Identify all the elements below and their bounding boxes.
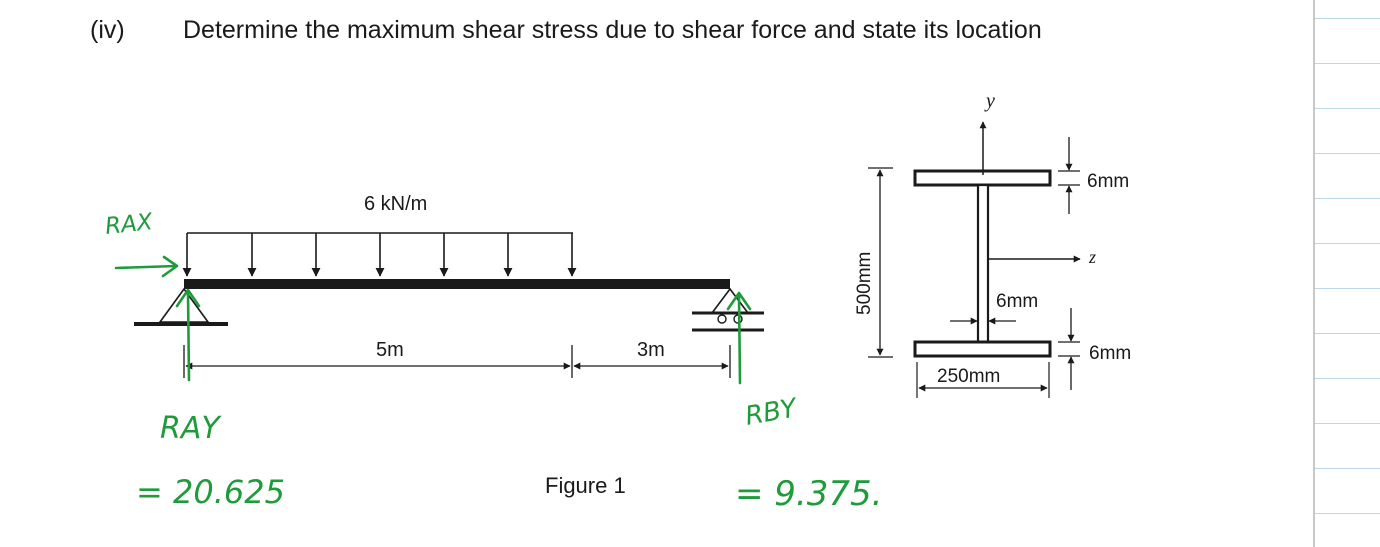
bottom-flange-label: 6mm [1089, 343, 1131, 364]
beam [184, 279, 730, 289]
rax-arrow [114, 255, 179, 278]
notebook-side-panel[interactable] [1313, 0, 1380, 547]
panel-line [1315, 378, 1380, 379]
panel-line [1315, 63, 1380, 64]
panel-line [1315, 423, 1380, 424]
panel-line [1315, 243, 1380, 244]
question-number: (iv) [90, 16, 125, 44]
rby-arrow [726, 291, 752, 385]
web-label: 6mm [996, 291, 1038, 312]
distributed-load: 6 kN/m [182, 193, 577, 277]
load-label: 6 kN/m [364, 193, 427, 215]
handwritten-annotations: RAX RAY = 20.625 RBY = 9.375. [104, 209, 883, 514]
beam-figure: 6 kN/m 5m 3m Figure 1 [134, 193, 764, 498]
y-axis-label: y [984, 90, 995, 112]
web [976, 183, 990, 344]
top-flange-label: 6mm [1087, 171, 1129, 192]
span-dimensions: 5m 3m [183, 339, 731, 378]
panel-line [1315, 333, 1380, 334]
panel-line [1315, 288, 1380, 289]
height-label: 500mm [854, 252, 875, 315]
panel-line [1315, 198, 1380, 199]
span-right-label: 3m [637, 339, 665, 361]
panel-line [1315, 468, 1380, 469]
z-axis-label: z [1088, 247, 1096, 267]
panel-line [1315, 153, 1380, 154]
ray-arrow [175, 288, 201, 382]
panel-line [1315, 108, 1380, 109]
i-section-figure: y z 500mm 6mm 6mm 6mm 250mm [854, 90, 1131, 398]
panel-line [1315, 18, 1380, 19]
pin-support-a [134, 287, 228, 326]
handwritten-ray: RAY [160, 411, 222, 446]
handwritten-rby-value: = 9.375. [735, 474, 882, 514]
handwritten-rby: RBY [743, 393, 801, 432]
bottom-flange [913, 340, 1052, 358]
handwritten-rax: RAX [104, 209, 155, 240]
handwritten-ray-value: = 20.625 [136, 473, 285, 511]
width-label: 250mm [937, 366, 1000, 387]
span-left-label: 5m [376, 339, 404, 361]
figure-caption: Figure 1 [545, 473, 626, 498]
panel-line [1315, 513, 1380, 514]
question-text: Determine the maximum shear stress due t… [183, 16, 1042, 44]
figure-1-diagram: 6 kN/m 5m 3m Figure 1 [104, 90, 1131, 514]
